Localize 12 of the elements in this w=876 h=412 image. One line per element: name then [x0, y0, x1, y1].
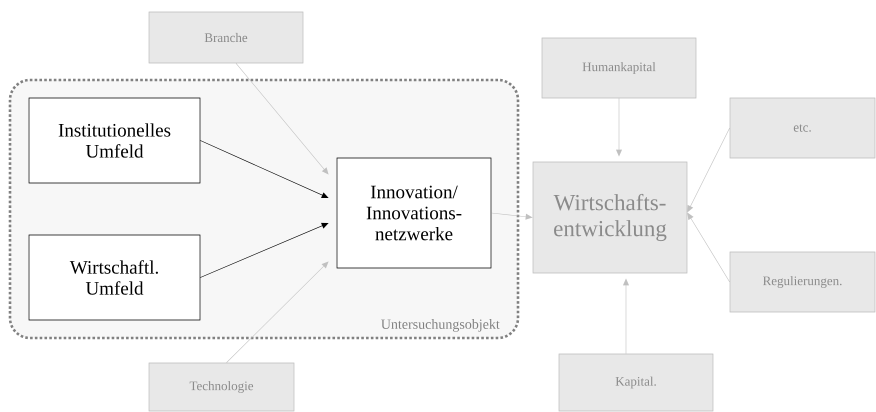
- process-box: Wirtschafts- entwicklung: [532, 162, 688, 274]
- process-box: Regulierungen.: [730, 252, 876, 312]
- arrow: [687, 212, 730, 282]
- process-box: Branche: [148, 12, 304, 64]
- process-box: Innovation/ Innovations- netzwerke: [336, 158, 492, 268]
- process-box: Humankapital: [542, 38, 696, 98]
- process-box: Technologie: [148, 362, 294, 412]
- process-box: etc.: [730, 98, 876, 158]
- process-box: Kapital.: [558, 354, 714, 412]
- process-box: Wirtschaftl. Umfeld: [28, 234, 200, 320]
- arrow: [687, 128, 730, 212]
- process-box: Institutionelles Umfeld: [28, 98, 200, 184]
